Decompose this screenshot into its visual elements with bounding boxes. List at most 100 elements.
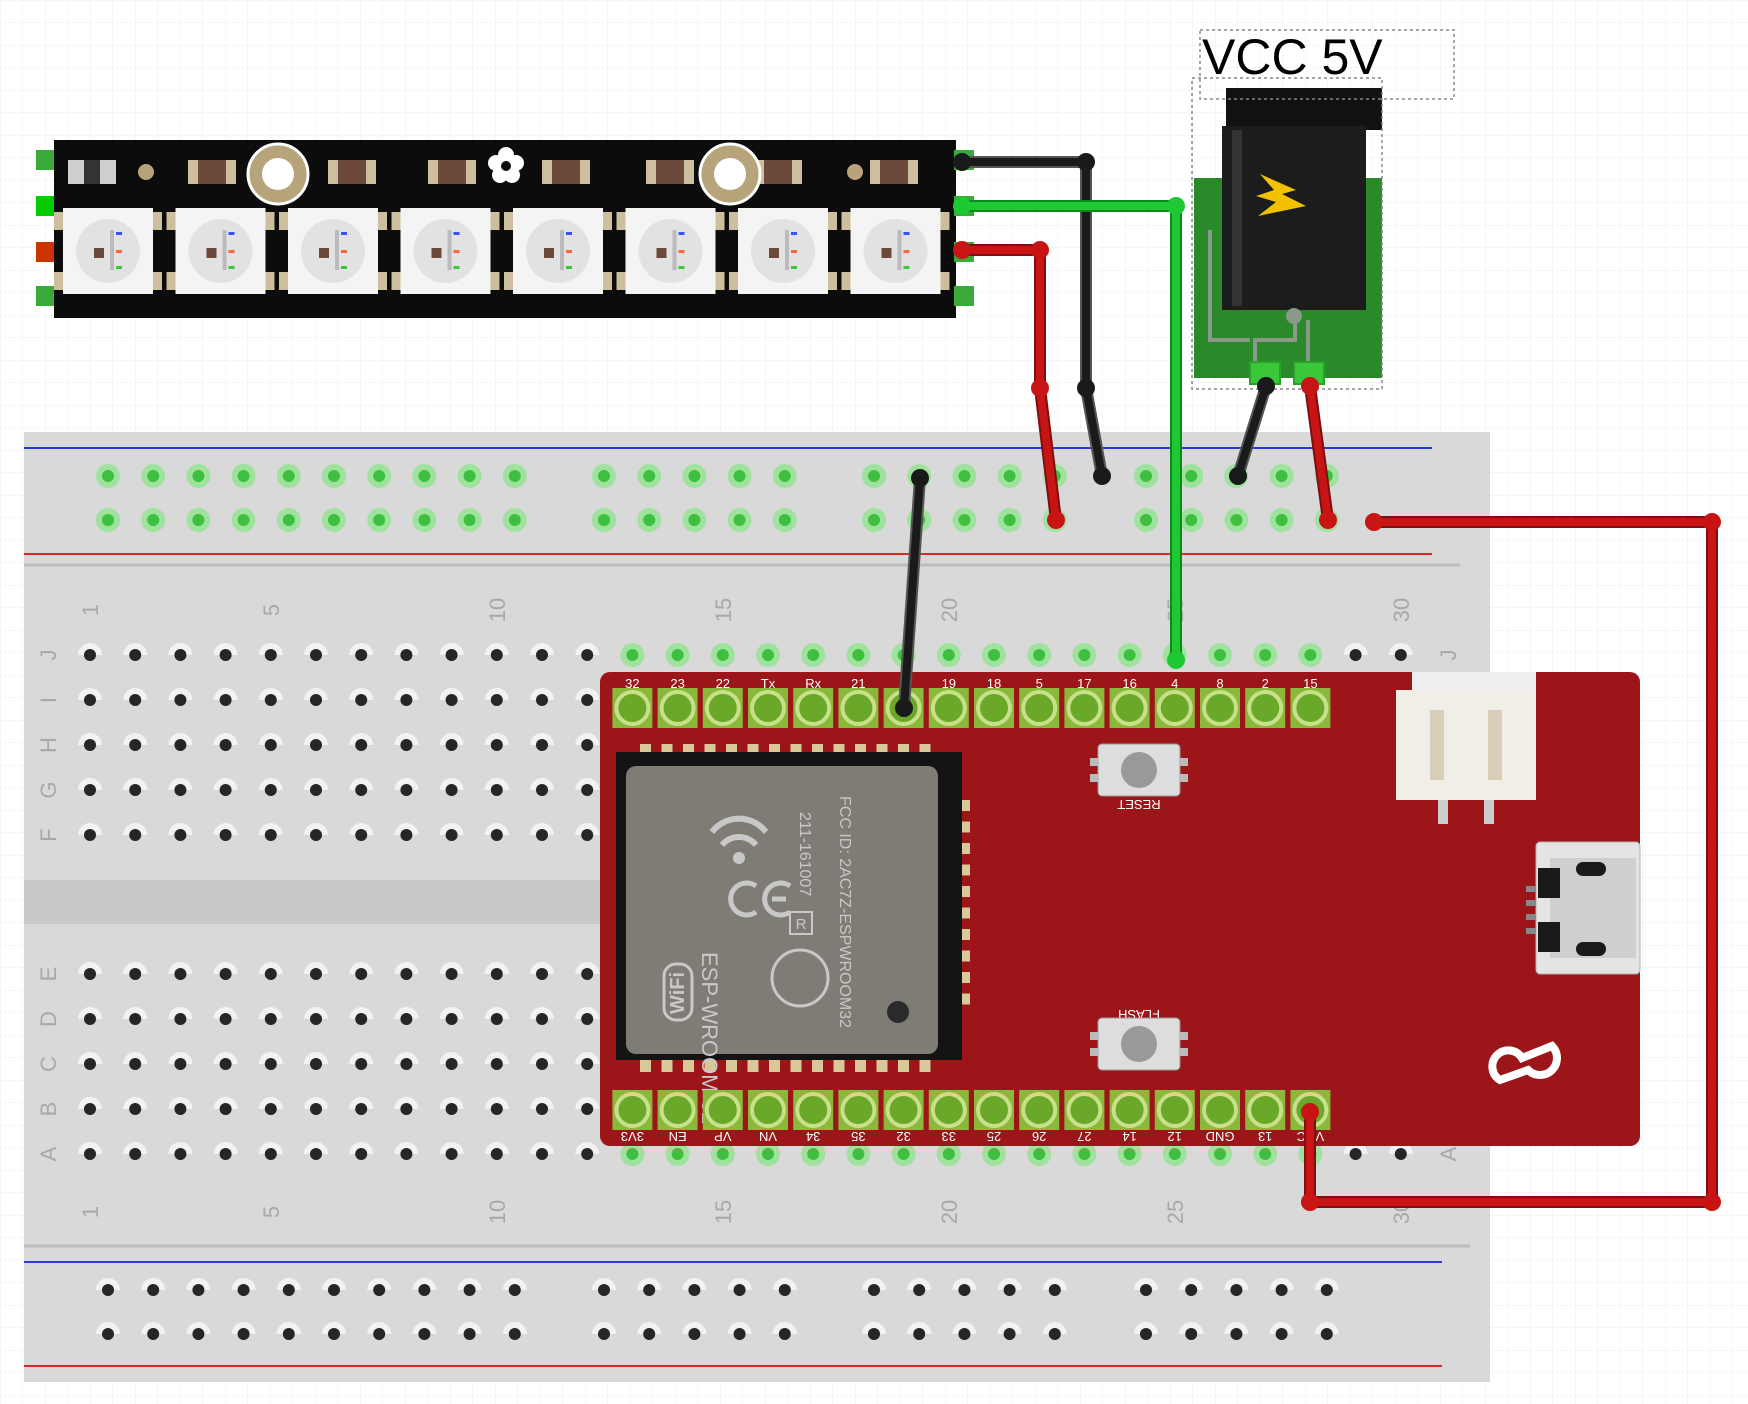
power-module-selection <box>1191 77 1383 390</box>
hole <box>490 784 503 796</box>
hole <box>310 1058 322 1070</box>
led-pad <box>166 212 177 230</box>
rail-hole <box>1275 470 1288 482</box>
hole <box>762 1148 774 1160</box>
module-castellation <box>956 950 970 962</box>
led-chip <box>769 248 779 258</box>
hole <box>581 784 594 796</box>
hole <box>1078 1148 1091 1160</box>
fcc-id-label: FCC ID: 2AC7Z-ESPWROOM32 <box>836 796 853 1028</box>
lightning-bolt-icon <box>1256 174 1306 216</box>
module-shield <box>626 766 938 1054</box>
led-pad <box>827 272 837 290</box>
hole <box>536 694 548 706</box>
led-lens <box>413 219 478 283</box>
led-pad <box>377 212 387 230</box>
hole <box>355 739 368 751</box>
led-green <box>116 266 122 269</box>
hole <box>445 1013 458 1025</box>
header-pin <box>885 1092 922 1128</box>
hole <box>852 649 865 661</box>
wire-bends <box>895 153 1721 1211</box>
hole <box>174 829 187 841</box>
pin-label-top: 18 <box>987 676 1001 691</box>
hole <box>536 739 548 751</box>
header-pin <box>704 1092 741 1128</box>
rail-hole <box>282 1328 295 1340</box>
rail-hole <box>282 514 295 526</box>
header-pin <box>659 690 696 726</box>
led-pad <box>939 212 950 230</box>
rail-hole <box>1185 1284 1198 1296</box>
led-lead <box>672 230 677 270</box>
hole <box>445 1103 458 1115</box>
power-trace-2 <box>1253 320 1297 365</box>
led-red <box>228 250 235 253</box>
led-red <box>116 250 122 253</box>
hole <box>807 649 820 661</box>
reset-button[interactable] <box>1090 743 1188 797</box>
hole <box>355 1148 368 1160</box>
rail-hole <box>1140 1284 1152 1296</box>
rail-hole <box>102 470 114 482</box>
hole <box>1123 1148 1136 1160</box>
hole <box>1168 1148 1181 1160</box>
header-pin <box>1202 690 1238 726</box>
header-pin <box>976 690 1012 726</box>
column-number-bottom: 10 <box>485 1200 510 1224</box>
column-number-bottom: 25 <box>1163 1200 1188 1224</box>
header-pin <box>1021 1092 1058 1128</box>
led-pad <box>729 272 739 290</box>
hole <box>400 1148 413 1160</box>
rail-hole <box>958 470 971 482</box>
hole-rim <box>394 1142 419 1154</box>
hole <box>1214 649 1226 661</box>
hole <box>581 739 594 751</box>
hole <box>897 1148 910 1160</box>
module-castellation <box>769 1058 780 1072</box>
reset-label: RESET <box>1117 797 1160 812</box>
header-pin <box>840 690 877 726</box>
power-label-box <box>1199 29 1455 100</box>
rail-hole <box>192 1284 205 1296</box>
pin-label-bottom: 35 <box>851 1129 865 1144</box>
header-pin <box>795 1092 832 1128</box>
rail-hole <box>1140 470 1152 482</box>
strip-pad-2 <box>36 196 56 216</box>
header-pin <box>1247 690 1284 726</box>
wire-bend-point <box>1229 467 1247 485</box>
wifi-label: WiFi <box>667 972 689 1014</box>
rail-hole <box>192 514 205 526</box>
power-trace-1 <box>1208 230 1250 342</box>
hole <box>1349 1148 1362 1160</box>
hole <box>129 694 142 706</box>
strip-pad-4 <box>36 286 56 306</box>
hole <box>84 1103 96 1115</box>
led-green <box>791 266 797 269</box>
hole <box>807 1148 820 1160</box>
wire-bend-point <box>1301 377 1319 395</box>
rail-hole <box>147 1328 160 1340</box>
hole <box>536 1148 548 1160</box>
hole-rim <box>394 643 419 655</box>
strip-dot-right <box>847 164 863 180</box>
pin-label-bottom: 33 <box>942 1129 956 1144</box>
flash-button[interactable] <box>1090 1017 1188 1071</box>
neopixel-led-strip <box>36 140 974 318</box>
led-red <box>453 250 460 253</box>
rail-hole <box>733 514 746 526</box>
hole <box>400 649 413 661</box>
hole <box>716 1148 729 1160</box>
led-chip <box>94 248 104 258</box>
hole <box>219 784 232 796</box>
rail-hole <box>463 1284 476 1296</box>
wifi-badge-frame <box>662 962 694 1022</box>
hole <box>355 829 368 841</box>
header-pin <box>1156 690 1193 726</box>
led-lens <box>301 219 365 283</box>
header-pin <box>840 1092 877 1128</box>
module-castellation <box>683 744 694 758</box>
hole <box>84 784 96 796</box>
hole <box>536 1103 548 1115</box>
hole-rim <box>394 1052 419 1064</box>
